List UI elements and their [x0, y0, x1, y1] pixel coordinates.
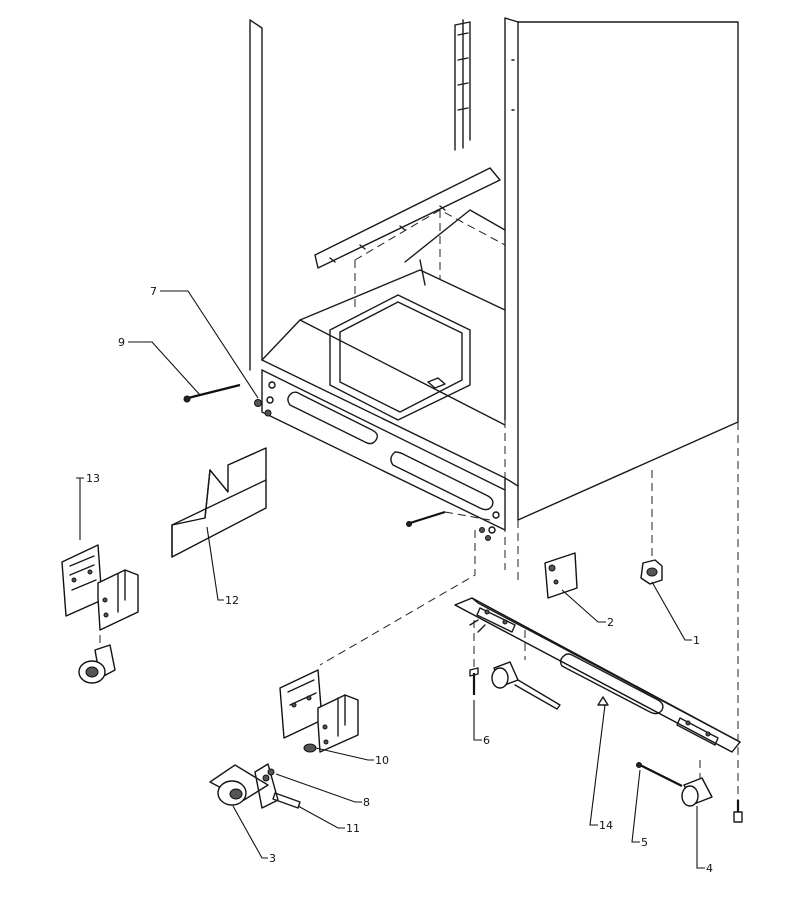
screw-part-6 [469, 620, 479, 695]
callout-14: 14 [599, 819, 613, 832]
screw-bottom-right [733, 800, 743, 823]
rod-part-5 [636, 762, 683, 787]
pin-part-11 [272, 792, 301, 809]
callout-9: 9 [118, 336, 125, 349]
caster-part-3 [209, 763, 279, 809]
callout-1: 1 [693, 634, 700, 647]
roller-cylinder-left [491, 630, 561, 710]
leveling-foot-part-1 [640, 559, 663, 585]
nut-part-10 [303, 743, 317, 753]
callout-labels: 1 2 3 4 5 6 7 8 9 10 11 12 13 14 [86, 285, 713, 875]
screw-part-9 [183, 383, 241, 403]
callout-5: 5 [641, 836, 648, 849]
callout-6: 6 [483, 734, 490, 747]
callout-7: 7 [150, 285, 157, 298]
caster-bracket-part-13 [61, 544, 139, 684]
toe-plate-part-14 [454, 597, 741, 753]
callout-8: 8 [363, 796, 370, 809]
callout-4: 4 [706, 862, 713, 875]
callout-10: 10 [375, 754, 389, 767]
washer-part-7 [254, 399, 272, 417]
callout-2: 2 [607, 616, 614, 629]
callout-12: 12 [225, 594, 239, 607]
callout-11: 11 [346, 822, 360, 835]
bolt-part-8 [267, 768, 275, 776]
callout-3: 3 [269, 852, 276, 865]
center-caster-bracket [279, 530, 476, 753]
bracket-part-2 [544, 552, 578, 599]
callout-13: 13 [86, 472, 100, 485]
cabinet-body [249, 17, 739, 810]
screw-rail [406, 510, 491, 541]
foam-block-part-12 [171, 447, 267, 558]
leader-lines [76, 290, 705, 869]
roller-part-4 [681, 760, 713, 807]
